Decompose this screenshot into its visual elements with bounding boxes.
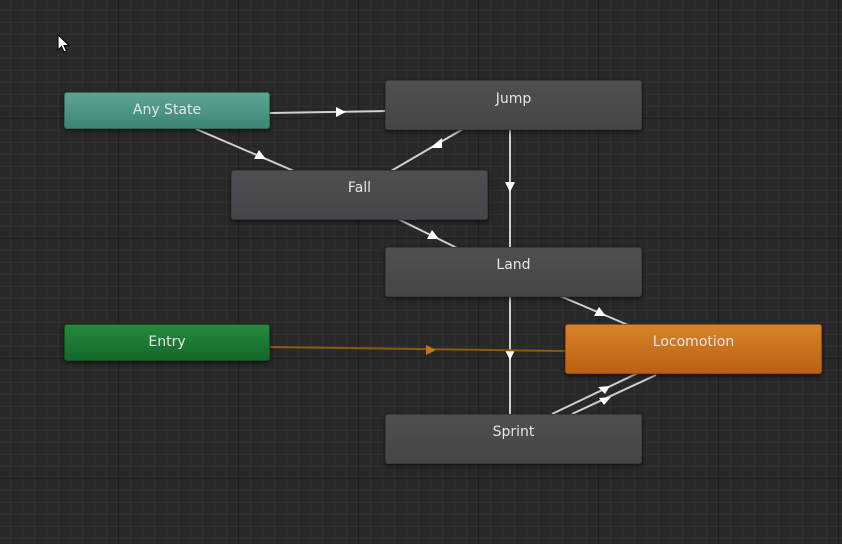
fall-state-node[interactable]: Fall: [231, 170, 488, 220]
transition-arrow-icon: [594, 307, 606, 316]
transition-sprint-locomotion-pair[interactable]: [551, 371, 657, 415]
transition-any-state-to-fall[interactable]: [195, 128, 295, 172]
transition-arrow-icon: [505, 350, 515, 360]
transition-land-to-sprint[interactable]: [505, 296, 515, 415]
locomotion-default-state-node[interactable]: Locomotion: [565, 324, 822, 374]
any-state-label: Any State: [132, 102, 202, 118]
transition-jump-to-land[interactable]: [505, 129, 515, 248]
sprint-state-label: Sprint: [492, 424, 535, 440]
transition-arrow-icon: [427, 230, 439, 239]
transition-entry-to-locomotion[interactable]: [269, 345, 567, 355]
fall-state-label: Fall: [347, 180, 372, 196]
entry-node[interactable]: Entry: [64, 324, 270, 361]
transition-arrow-icon: [598, 386, 610, 394]
jump-state-label: Jump: [495, 91, 532, 107]
sprint-state-node[interactable]: Sprint: [385, 414, 642, 464]
any-state-node[interactable]: Any State: [64, 92, 270, 129]
transition-fall-to-jump[interactable]: [390, 128, 464, 172]
transition-arrow-icon: [254, 150, 266, 159]
land-state-node[interactable]: Land: [385, 247, 642, 297]
mouse-pointer-icon: [57, 34, 71, 53]
transition-arrow-icon: [336, 107, 346, 117]
transition-fall-to-land[interactable]: [397, 218, 458, 249]
jump-state-node[interactable]: Jump: [385, 80, 642, 130]
transition-land-to-locomotion[interactable]: [559, 295, 629, 326]
transition-arrow-icon: [505, 182, 515, 192]
land-state-label: Land: [496, 257, 531, 273]
transition-arrow-icon: [426, 345, 436, 355]
entry-label: Entry: [148, 334, 186, 350]
transition-arrow-icon: [430, 138, 442, 148]
locomotion-state-label: Locomotion: [652, 334, 735, 350]
transition-any-state-to-jump[interactable]: [269, 107, 387, 117]
transition-arrow-icon: [599, 397, 611, 405]
